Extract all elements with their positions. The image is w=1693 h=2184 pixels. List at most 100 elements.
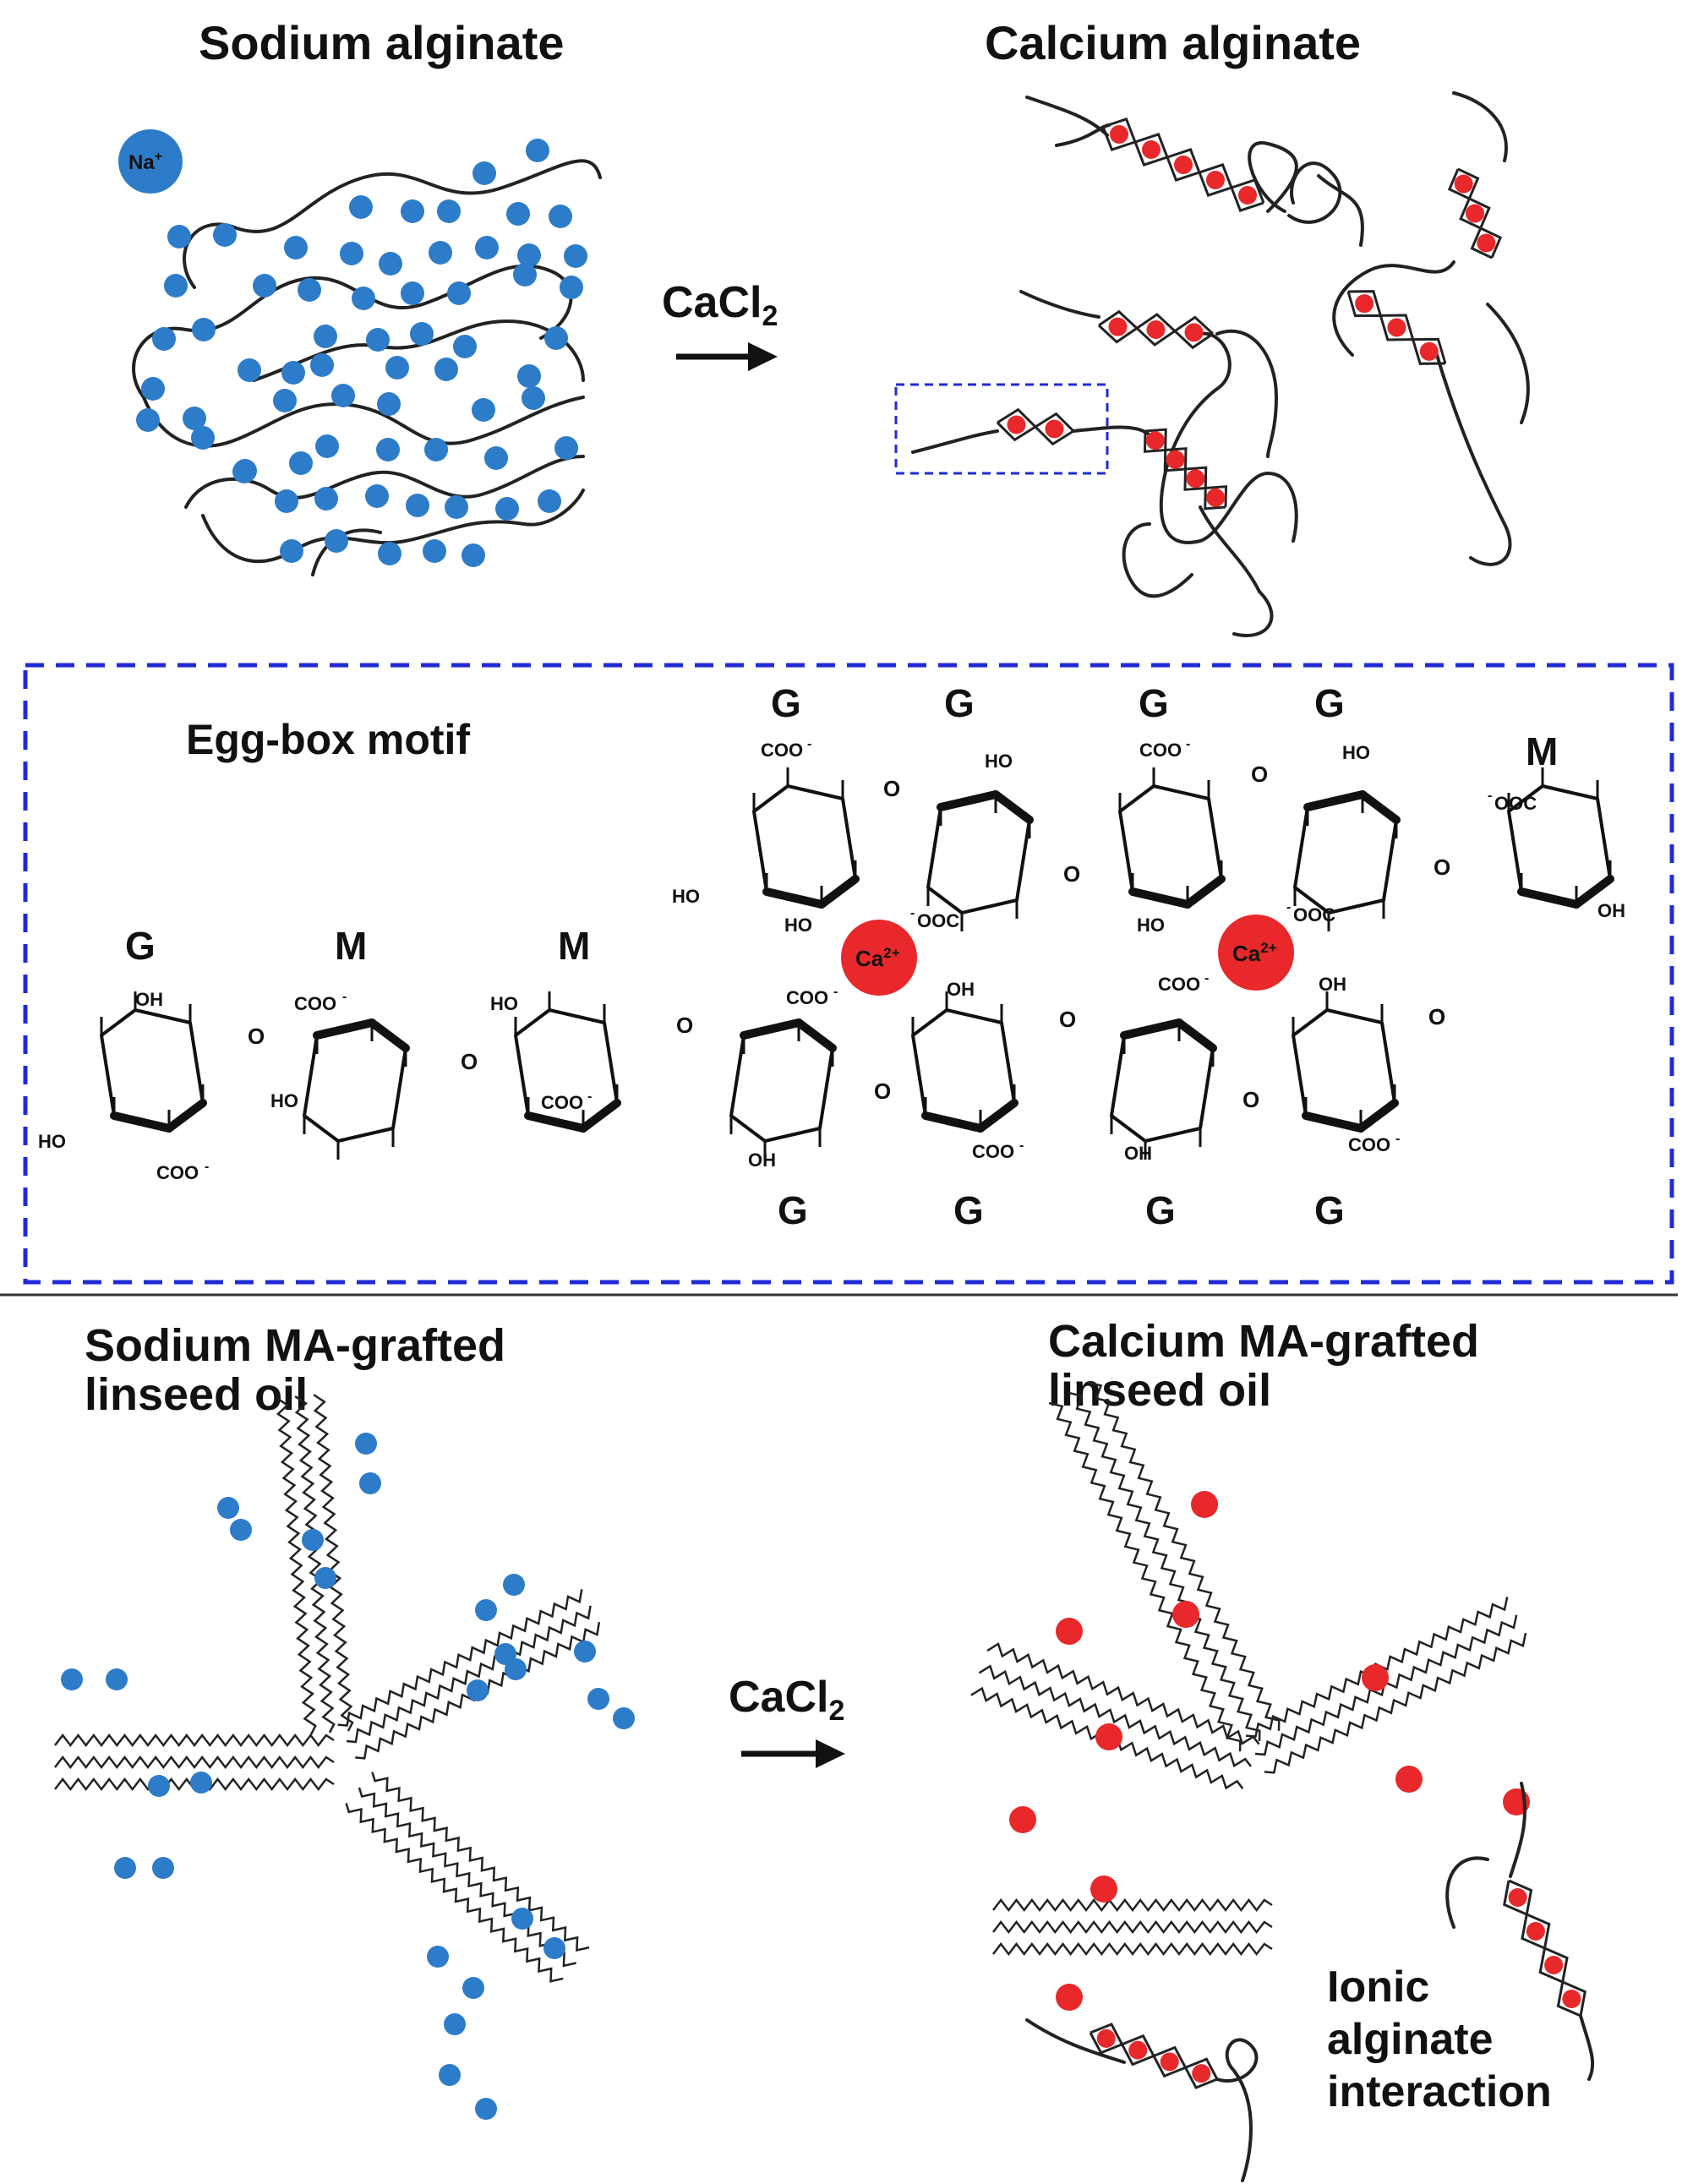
carboxylate-label: COO [156,1162,199,1183]
sodium-ion [401,199,424,223]
sodium-ion [61,1668,83,1690]
sodium-ion [424,438,448,461]
fatty-acid-chain [1048,1401,1242,1752]
crosslink-zone-4 [1346,290,1447,365]
sodium-bundle-right [337,1589,601,1760]
sodium-ion [352,287,375,310]
chain-upper [1346,291,1446,365]
sodium-ion [365,484,389,508]
carboxylate-label: COO [1158,974,1200,995]
sodium-ion [453,335,477,358]
sodium-ion [538,489,561,513]
sodium-ion [554,436,578,460]
sodium-ion [427,1946,449,1968]
sodium-ion [284,236,308,259]
sodium-ion [275,489,298,513]
sodium-ion [298,278,321,302]
top-ring-5 [1507,767,1614,909]
unit-top-4: G [1314,681,1345,725]
hydroxyl-label: HO [1137,915,1165,936]
carboxylate-charge: - [1286,900,1291,915]
sodium-ion [462,1977,484,1999]
carboxylate-label: OOC [917,910,959,931]
sodium-ion [213,223,237,247]
sodium-ion [314,325,337,348]
title-sodium-alginate: Sodium alginate [199,16,565,69]
sodium-ion [543,1937,565,1959]
calcium-ion [1166,450,1185,469]
top-ring-3 [1118,767,1226,909]
sodium-ion [340,242,363,265]
sodium-ion [587,1688,609,1710]
unit-bottom-right-1: G [778,1188,808,1232]
chain-lower [1102,117,1265,204]
calcium-ion [1007,415,1026,434]
crosslink-zone-bottom-2 [1503,1879,1587,2017]
hydroxyl-label: HO [985,751,1013,772]
hydroxyl-label: OH [748,1149,776,1171]
sodium-ion [475,236,499,259]
calcium-ion [1009,1806,1036,1833]
sodium-ion [484,446,508,470]
ring-front-edge [165,1099,207,1133]
sodium-ion [461,543,485,567]
zoom-box-small [894,383,1109,475]
sodium-ion [366,328,390,352]
chain-lower [1508,1879,1587,2017]
calcium-ion [1146,320,1166,339]
sodium-ion [574,1641,596,1663]
sodium-ion [230,1519,252,1541]
calcium-ion [1174,156,1193,174]
svg-text:Na+: Na+ [128,150,162,174]
sodium-ion [253,274,276,298]
calcium-ion [1108,317,1128,336]
hydroxyl-label: OH [947,979,975,1000]
calcium-ion [1186,469,1205,489]
calcium-ion [1142,140,1161,159]
title-sodium-ma-line2: linseed oil [85,1369,308,1420]
glycosidic-oxygen: O [1242,1087,1259,1112]
egg-box-calcium-ion-1: Ca2+ [841,920,917,996]
title-egg-box-motif: Egg-box motif [186,716,470,763]
ring-front-edge [368,1018,410,1052]
top-ring-2 [926,790,1034,931]
hydroxyl-label: OH [1319,974,1346,995]
unit-top-2: G [944,681,975,725]
sodium-ion [513,263,537,287]
sodium-ion [280,539,303,563]
unit-bottom-left-2: M [335,924,367,968]
bottom-ring-5 [911,991,1019,1133]
ring-front-edge [1303,790,1367,811]
ionic-label-line3: interaction [1327,2067,1552,2116]
bottom-ring-2 [303,1018,410,1160]
ring-front-edge [740,1018,803,1040]
fatty-acid-chain [276,1396,317,1735]
chain-lower [1457,167,1503,259]
sodium-ion [355,1433,377,1455]
glycosidic-oxygen: O [248,1024,265,1049]
arrow-head-bottom [816,1739,845,1768]
bottom-ring-4 [729,1018,837,1160]
carboxylate-charge: - [807,737,811,751]
carboxylate-label: COO [541,1092,583,1113]
chain-upper [1101,126,1264,212]
calcium-ion [1395,1766,1423,1793]
glycosidic-oxygen: O [461,1049,478,1074]
carboxylate-charge: - [1395,1132,1400,1146]
sodium-ion [331,384,355,407]
ring-oxygen: O [1428,1004,1445,1029]
calcium-ion [1526,1922,1545,1941]
ring-front-edge [579,1099,621,1133]
sodium-ion-legend-circle [118,129,183,194]
sodium-ion [511,1908,533,1930]
sodium-ion [152,327,176,351]
chain-lower [1098,309,1215,336]
sodium-ion [152,1857,174,1879]
fatty-acid-chain [54,1755,335,1770]
chain-upper [1097,324,1214,350]
ring-front-edge [991,790,1034,824]
sodium-ion [315,434,339,458]
sodium-ion [377,392,401,416]
glycosidic-oxygen: O [1434,854,1450,880]
